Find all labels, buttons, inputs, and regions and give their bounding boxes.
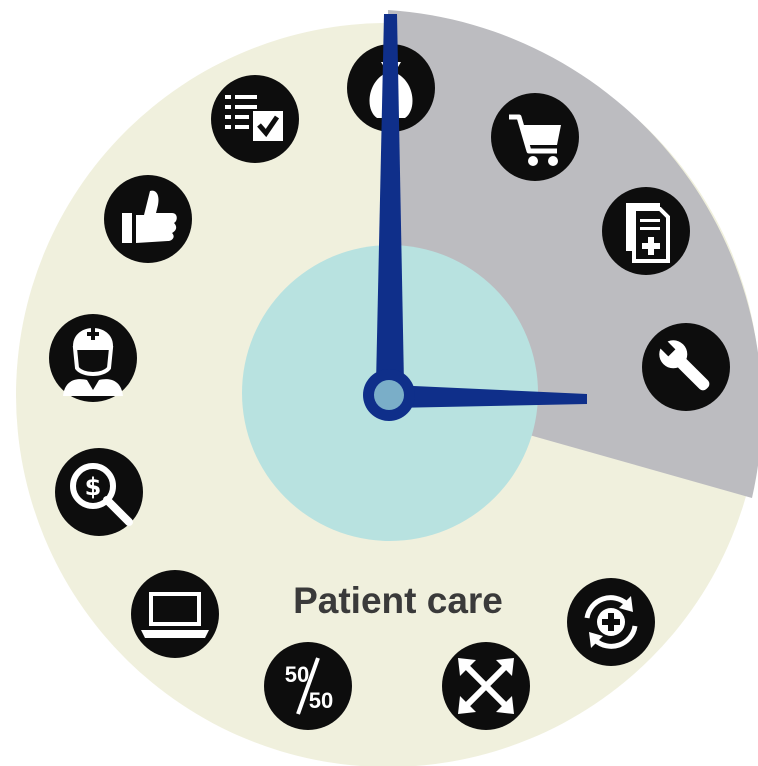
- dollar-magnifier-icon: $: [55, 448, 143, 536]
- expand-arrows-icon: [442, 642, 530, 730]
- thumbs-up-icon: [104, 175, 192, 263]
- hour-hand: [392, 385, 587, 408]
- laptop-icon: [131, 570, 219, 658]
- fifty-bottom-text: 50: [309, 688, 333, 713]
- wrench-icon: [642, 323, 730, 411]
- center-label: Patient care: [293, 580, 503, 621]
- svg-text:$: $: [85, 473, 102, 501]
- nurse-icon: [49, 314, 137, 402]
- checklist-icon: [211, 75, 299, 163]
- fifty-fifty-icon: 50 50: [264, 642, 352, 730]
- clock-pivot-inner: [374, 380, 404, 410]
- fifty-top-text: 50: [285, 662, 309, 687]
- minute-hand: [376, 14, 404, 384]
- medical-document-icon: [602, 187, 690, 275]
- shopping-cart-icon: [491, 93, 579, 181]
- healthcare-cycle-icon: [567, 578, 655, 666]
